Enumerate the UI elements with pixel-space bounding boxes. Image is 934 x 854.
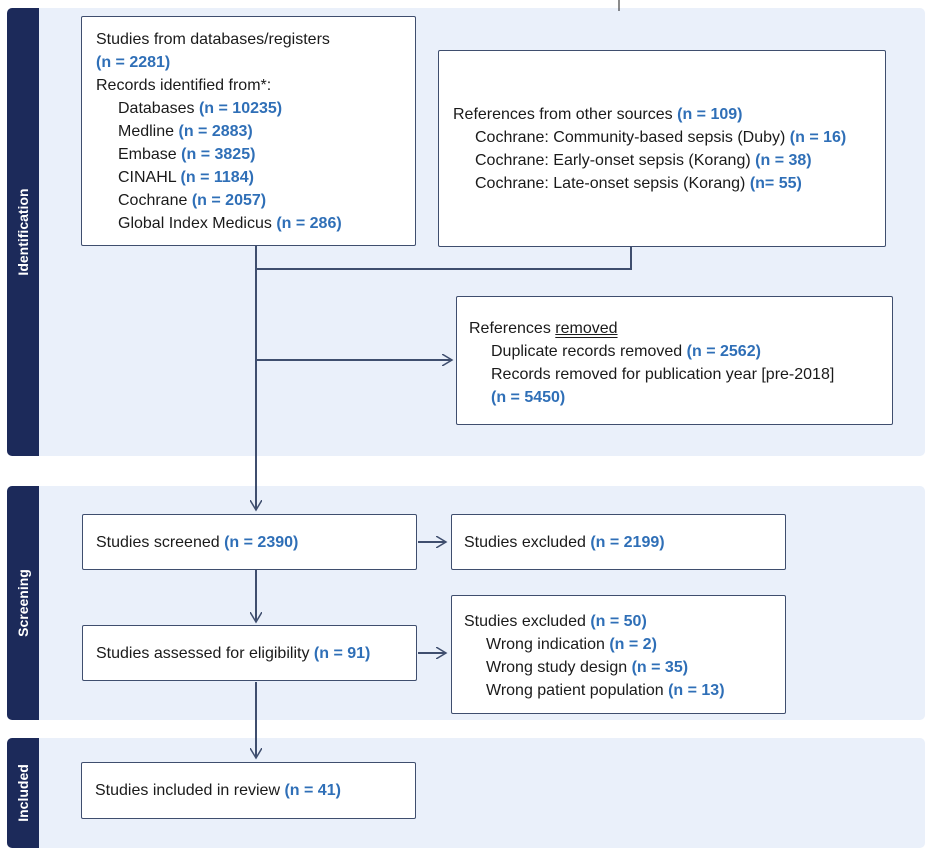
studies-screened-box: Studies screened (n = 2390)	[82, 514, 417, 570]
screening-stripe	[7, 486, 39, 720]
other-source-item: Cochrane: Community-based sepsis (Duby) …	[475, 129, 847, 146]
database-item: Medline (n = 2883)	[118, 123, 253, 140]
other-sources-box: References from other sources (n = 109) …	[438, 50, 886, 247]
database-item: Global Index Medicus (n = 286)	[118, 215, 342, 232]
exclusion-reason-item: Wrong patient population (n = 13)	[486, 682, 725, 699]
other-source-item: Cochrane: Late-onset sepsis (Korang) (n=…	[475, 175, 802, 192]
screened-count: (n = 2390)	[224, 534, 299, 551]
database-item: Embase (n = 3825)	[118, 146, 256, 163]
excluded2-label: Studies excluded	[464, 613, 586, 630]
references-removed-box: References removed Duplicate records rem…	[456, 296, 893, 425]
databases-title-count: (n = 2281)	[96, 54, 171, 71]
databases-title: Studies from databases/registers	[96, 31, 330, 48]
eligibility-count: (n = 91)	[313, 645, 371, 662]
exclusion-reason-item: Wrong study design (n = 35)	[486, 659, 689, 676]
removed-item: Records removed for publication year [pr…	[491, 366, 835, 383]
other-source-item: Cochrane: Early-onset sepsis (Korang) (n…	[475, 152, 812, 169]
studies-excluded-box: Studies excluded (n = 2199)	[451, 514, 786, 570]
excluded1-label: Studies excluded	[464, 534, 586, 551]
removed-item-count: (n = 5450)	[491, 389, 566, 406]
databases-box: Studies from databases/registers (n = 22…	[81, 16, 416, 246]
excluded1-count: (n = 2199)	[590, 534, 665, 551]
identification-stripe	[7, 8, 39, 456]
included-count: (n = 41)	[284, 782, 341, 799]
excluded2-count: (n = 50)	[590, 613, 647, 630]
eligibility-box: Studies assessed for eligibility (n = 91…	[82, 625, 417, 681]
removed-item: Duplicate records removed (n = 2562)	[491, 343, 761, 360]
studies-included-box: Studies included in review (n = 41)	[81, 762, 416, 819]
other-sources-title: References from other sources (n = 109)	[453, 106, 743, 123]
screened-label: Studies screened	[96, 534, 220, 551]
eligibility-label: Studies assessed for eligibility	[96, 645, 310, 662]
studies-excluded-reasons-box: Studies excluded (n = 50) Wrong indicati…	[451, 595, 786, 714]
database-item: CINAHL (n = 1184)	[118, 169, 254, 186]
records-identified-label: Records identified from*:	[96, 77, 272, 94]
other-sources-join-line	[256, 247, 632, 270]
included-label-text: Studies included in review	[95, 782, 280, 799]
database-item: Cochrane (n = 2057)	[118, 192, 267, 209]
exclusion-reason-item: Wrong indication (n = 2)	[486, 636, 657, 653]
removed-title: References removed	[469, 320, 618, 337]
database-item: Databases (n = 10235)	[118, 100, 283, 117]
included-stripe	[7, 738, 39, 848]
